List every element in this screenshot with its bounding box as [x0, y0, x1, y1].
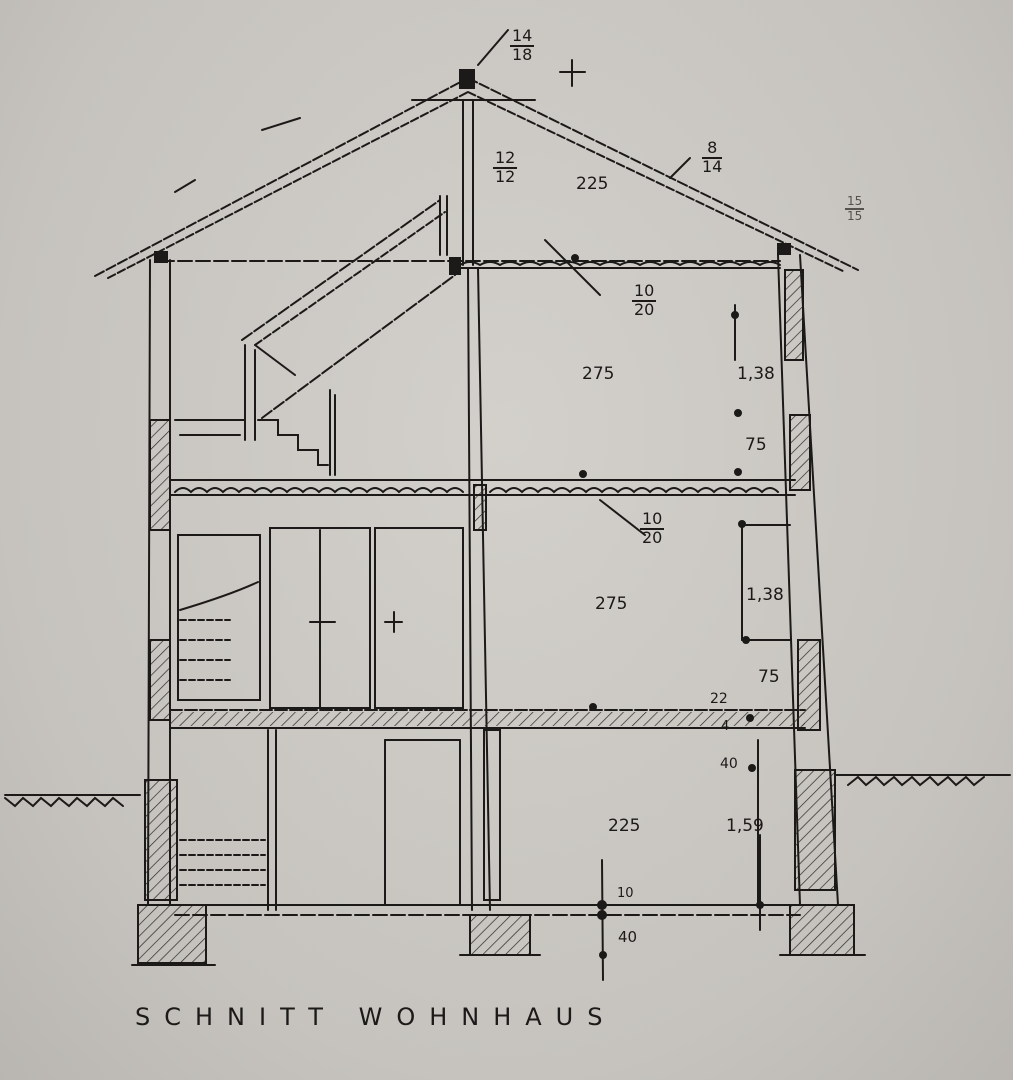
upper-staircase	[174, 195, 456, 476]
right-exterior-wall	[777, 254, 866, 956]
upper-slab-size: 10 20	[632, 281, 657, 319]
ground-sill-height-dim: 75	[758, 667, 780, 687]
ground-slab-size: 10 20	[640, 509, 665, 547]
foundation-dim: 40	[618, 928, 638, 946]
basement-offset-dim: 40	[720, 756, 738, 772]
upper-floor-slab	[169, 479, 796, 536]
dimension-lines	[571, 254, 764, 981]
attic-slab	[154, 239, 791, 296]
king-post-size: 12 12	[493, 148, 518, 186]
ridge-member-size: 14 18	[510, 26, 535, 64]
ground-floor-partitions	[177, 524, 791, 709]
basement-slab-dim: 10	[617, 886, 634, 901]
upper-room-height-dim: 275	[582, 364, 615, 384]
upper-window-height-dim: 1,38	[737, 364, 775, 384]
left-exterior-wall	[131, 259, 216, 966]
roof	[94, 29, 859, 279]
ground-line	[4, 774, 1011, 808]
eave-note: 15 15	[845, 194, 865, 223]
ceiling-dim: 4	[721, 719, 730, 734]
basement-room-height-dim: 225	[608, 816, 641, 836]
basement-window-height-dim: 1,59	[726, 816, 764, 836]
central-wall	[462, 99, 501, 911]
basement-floor-slab	[174, 904, 801, 956]
basement-partitions	[179, 729, 759, 911]
ground-floor-slab	[169, 709, 806, 729]
floor-build-up-dim: 22	[710, 691, 728, 707]
ground-room-height-dim: 275	[595, 594, 628, 614]
ground-window-height-dim: 1,38	[746, 585, 784, 605]
drawing-title: SCHNITT WOHNHAUS	[135, 1003, 617, 1031]
upper-sill-height-dim: 75	[745, 435, 767, 455]
attic-height-dim: 225	[576, 174, 609, 194]
rafter-size: 8 14	[702, 138, 723, 176]
